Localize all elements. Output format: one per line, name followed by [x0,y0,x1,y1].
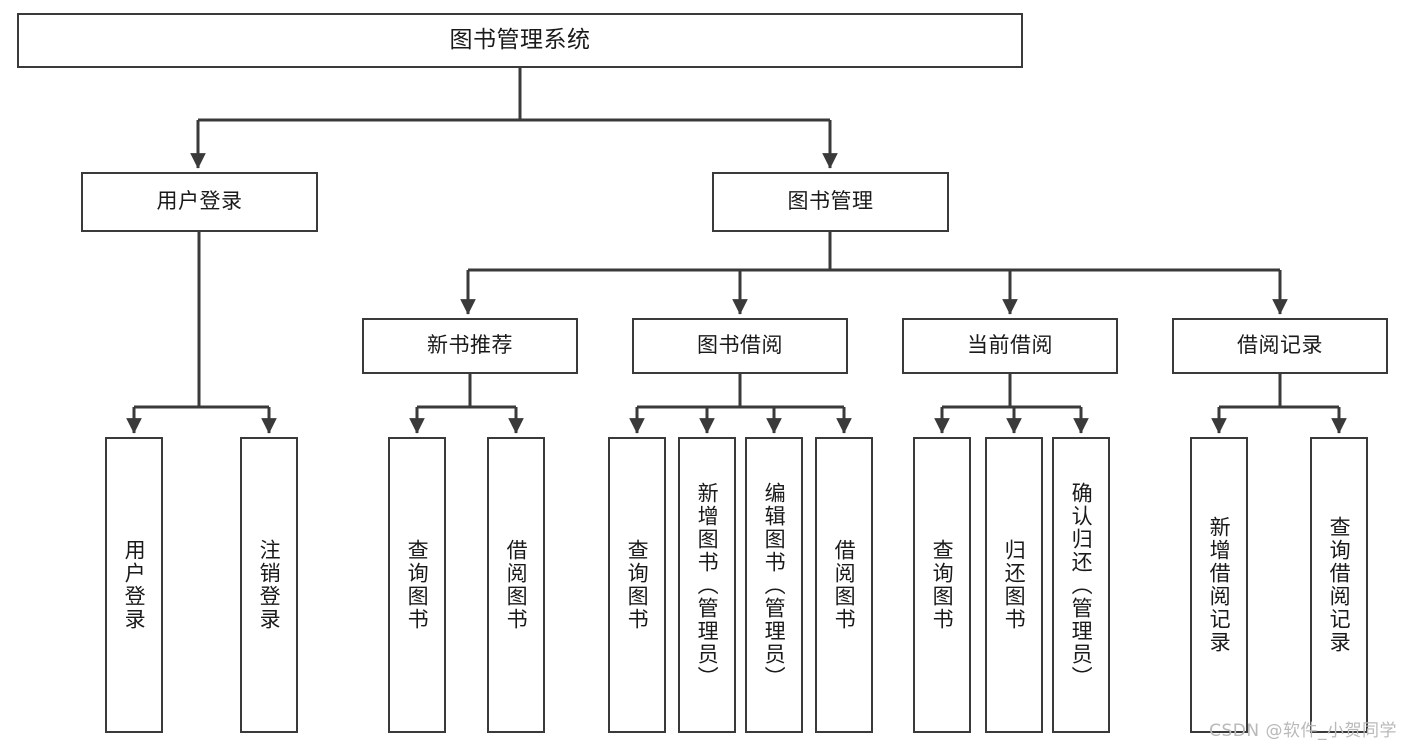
node-book-manage[interactable]: 图书管理 [712,172,949,232]
node-current-borrow-label: 当前借阅 [967,333,1053,358]
node-user-login-label: 用户登录 [156,189,243,214]
node-leaf-logout-label: 注销登录 [257,539,282,631]
watermark: CSDN @软件_小贺同学 [1209,721,1397,741]
node-leaf-add-record-label: 新增借阅记录 [1207,516,1232,654]
node-leaf-confirm-return[interactable]: 确认归还（管理员） [1052,437,1110,733]
node-leaf-user-login-label: 用户登录 [122,539,147,631]
node-leaf-add-book-label: 新增图书（管理员） [695,481,720,689]
node-borrow-record[interactable]: 借阅记录 [1172,318,1388,374]
node-book-borrow-label: 图书借阅 [697,333,783,358]
node-leaf-query-record[interactable]: 查询借阅记录 [1310,437,1368,733]
node-leaf-borrow-book-2-label: 借阅图书 [832,539,857,631]
node-leaf-confirm-return-label: 确认归还（管理员） [1069,481,1094,689]
node-leaf-edit-book[interactable]: 编辑图书（管理员） [745,437,803,733]
node-book-manage-label: 图书管理 [787,189,874,214]
node-leaf-borrow-book-2[interactable]: 借阅图书 [815,437,873,733]
node-book-borrow[interactable]: 图书借阅 [632,318,848,374]
node-root-label: 图书管理系统 [449,26,591,53]
node-leaf-query-record-label: 查询借阅记录 [1327,516,1352,654]
node-leaf-user-login[interactable]: 用户登录 [105,437,163,733]
node-leaf-query-book-3[interactable]: 查询图书 [913,437,971,733]
node-leaf-borrow-book-1[interactable]: 借阅图书 [487,437,545,733]
node-user-login[interactable]: 用户登录 [81,172,318,232]
node-leaf-return-book-label: 归还图书 [1002,539,1027,631]
node-new-book-rec-label: 新书推荐 [427,333,513,358]
node-leaf-add-book[interactable]: 新增图书（管理员） [678,437,736,733]
node-leaf-query-book-2[interactable]: 查询图书 [608,437,666,733]
node-leaf-query-book-1-label: 查询图书 [405,539,430,631]
node-leaf-query-book-2-label: 查询图书 [625,539,650,631]
node-current-borrow[interactable]: 当前借阅 [902,318,1118,374]
node-leaf-edit-book-label: 编辑图书（管理员） [762,481,787,689]
node-borrow-record-label: 借阅记录 [1237,333,1323,358]
node-leaf-return-book[interactable]: 归还图书 [985,437,1043,733]
node-leaf-query-book-1[interactable]: 查询图书 [388,437,446,733]
node-leaf-borrow-book-1-label: 借阅图书 [504,539,529,631]
node-leaf-logout[interactable]: 注销登录 [240,437,298,733]
node-root[interactable]: 图书管理系统 [17,13,1023,68]
node-new-book-rec[interactable]: 新书推荐 [362,318,578,374]
node-leaf-query-book-3-label: 查询图书 [930,539,955,631]
node-leaf-add-record[interactable]: 新增借阅记录 [1190,437,1248,733]
